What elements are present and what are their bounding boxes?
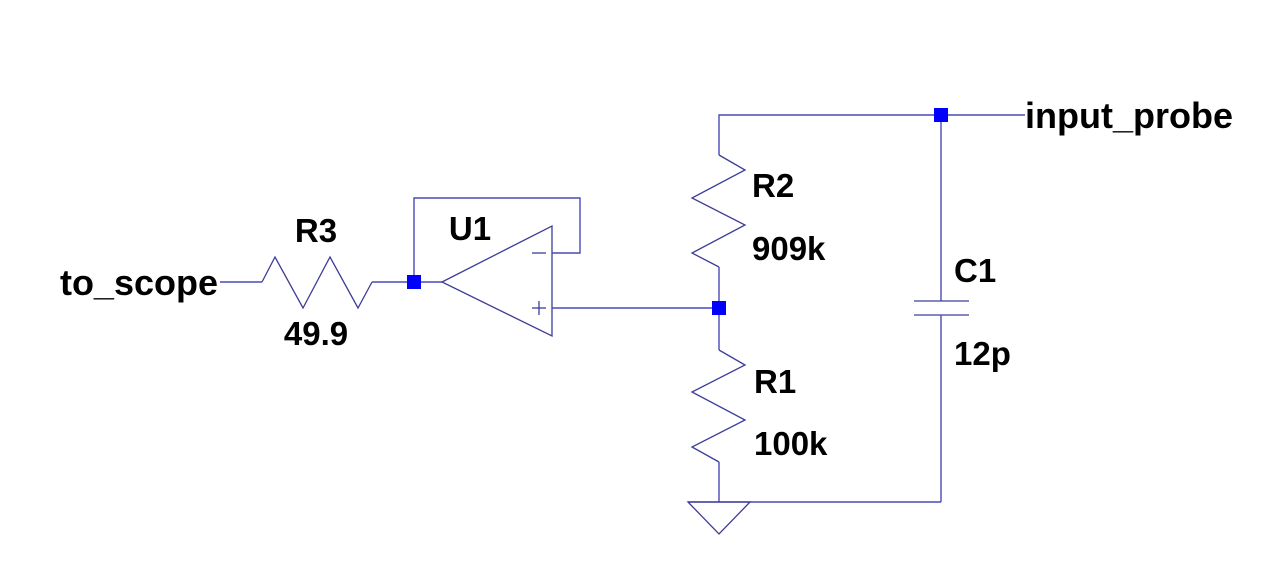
r3-zigzag [261, 255, 373, 310]
r3-resistor[interactable] [220, 255, 414, 310]
junction-u1-output[interactable] [407, 275, 421, 289]
r2-zigzag [690, 154, 747, 268]
c1-capacitor[interactable] [914, 122, 969, 502]
u1-ref-label: U1 [449, 210, 491, 247]
c1-ref-label: C1 [954, 252, 996, 289]
r1-ref-label: R1 [754, 363, 796, 400]
r2-resistor[interactable] [690, 114, 941, 301]
wire-feedback-loop [413, 197, 581, 275]
junction-divider-node[interactable] [712, 301, 726, 315]
u1-opamp[interactable] [421, 224, 553, 338]
c1-value-label: 12p [954, 335, 1011, 372]
r1-zigzag [690, 349, 747, 463]
r3-value-label: 49.9 [284, 315, 348, 352]
opamp-triangle [440, 224, 553, 338]
ground-icon [686, 501, 752, 535]
r2-value-label: 909k [752, 230, 826, 267]
r1-resistor[interactable] [690, 315, 747, 502]
r1-value-label: 100k [754, 425, 828, 462]
wire-r2-top [718, 114, 941, 155]
net-label-to-scope: to_scope [60, 262, 218, 303]
junction-input-node[interactable] [934, 108, 948, 122]
r2-ref-label: R2 [752, 167, 794, 204]
r3-ref-label: R3 [295, 212, 337, 249]
net-label-input-probe: input_probe [1025, 95, 1233, 136]
